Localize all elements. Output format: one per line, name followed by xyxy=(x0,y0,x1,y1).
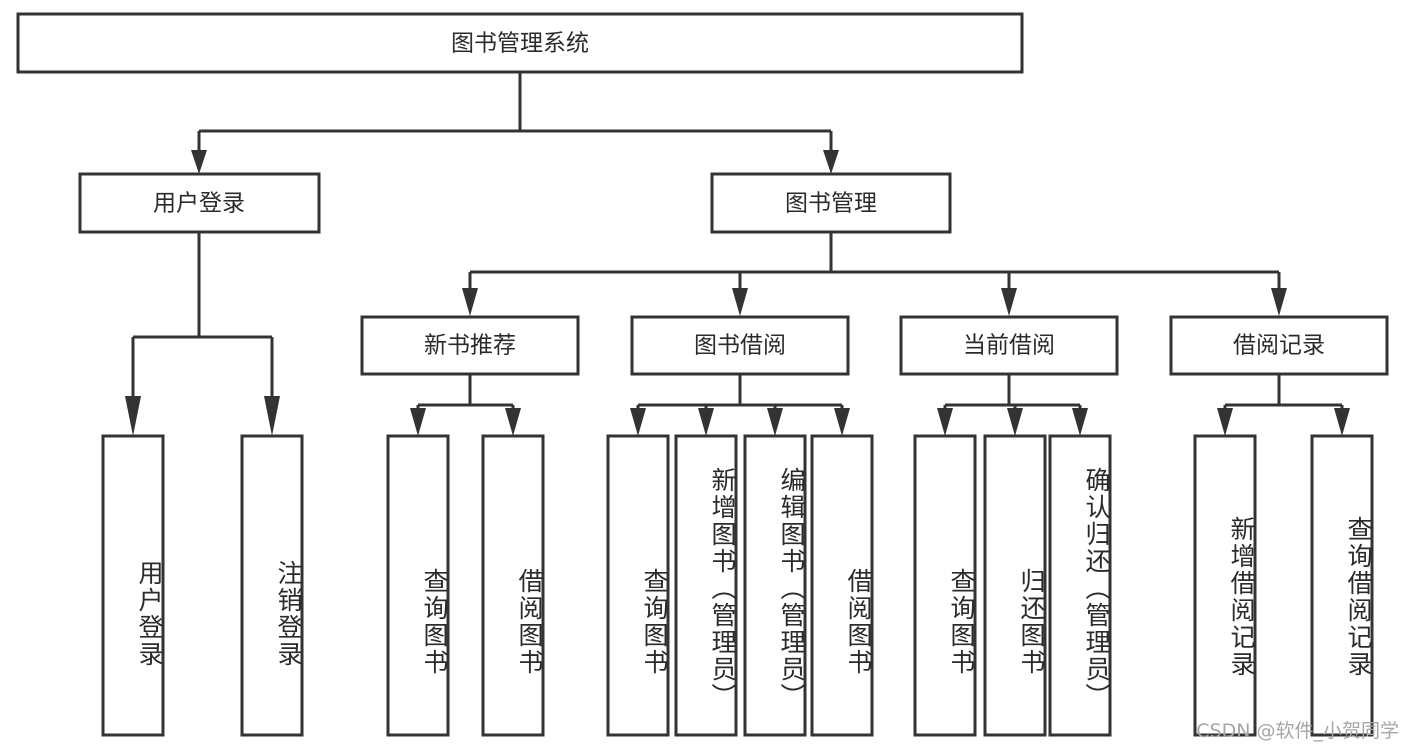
node-new-book-recommend-label: 新书推荐 xyxy=(424,333,516,359)
arrow-to-borrow-record xyxy=(1271,288,1287,316)
leaf-box-user-login[interactable] xyxy=(101,434,165,737)
node-borrow-record[interactable]: 借阅记录 xyxy=(1169,315,1389,376)
node-borrow-record-label: 借阅记录 xyxy=(1233,333,1325,359)
leaf-box-query-book-3[interactable] xyxy=(913,434,977,737)
arrow-to-leaf-query-book-3 xyxy=(937,408,953,436)
arrow-to-leaf-add-record xyxy=(1217,408,1233,436)
node-root-box[interactable] xyxy=(16,12,1024,74)
node-book-borrow-label: 图书借阅 xyxy=(694,333,786,359)
leaf-box-borrow-book-1[interactable] xyxy=(481,434,545,737)
arrow-to-new-book-recommend xyxy=(462,288,478,316)
node-current-borrow-label: 当前借阅 xyxy=(963,333,1055,359)
node-borrow-record-box[interactable] xyxy=(1169,315,1389,376)
arrow-to-leaf-borrow-book-1 xyxy=(505,408,521,436)
leaf-box-query-book-1[interactable] xyxy=(386,434,450,737)
leaf-box-add-record[interactable] xyxy=(1193,434,1257,737)
node-book-borrow-box[interactable] xyxy=(630,315,850,376)
node-book-manage-label: 图书管理 xyxy=(785,191,877,217)
node-user-login-label: 用户登录 xyxy=(153,191,245,217)
arrow-to-book-borrow xyxy=(732,288,748,316)
node-new-book-recommend[interactable]: 新书推荐 xyxy=(360,315,580,376)
connector-layer xyxy=(125,72,1350,436)
arrow-to-book-manage xyxy=(823,150,839,174)
arrow-to-leaf-edit-book xyxy=(767,408,783,436)
arrow-to-leaf-return-book xyxy=(1007,408,1023,436)
node-current-borrow[interactable]: 当前借阅 xyxy=(899,315,1119,376)
arrow-to-leaf-add-book xyxy=(698,408,714,436)
arrow-to-leaf-query-book-1 xyxy=(410,408,426,436)
node-book-borrow[interactable]: 图书借阅 xyxy=(630,315,850,376)
node-book-manage-box[interactable] xyxy=(710,172,952,234)
arrow-to-leaf-user-logout xyxy=(264,396,280,436)
node-book-manage[interactable]: 图书管理 xyxy=(710,172,952,234)
node-root-label: 图书管理系统 xyxy=(451,31,589,57)
node-user-login[interactable]: 用户登录 xyxy=(78,172,321,234)
arrow-to-user-login xyxy=(191,150,207,174)
arrow-to-leaf-query-book-2 xyxy=(630,408,646,436)
arrow-to-leaf-user-login xyxy=(125,396,141,436)
leaf-box-add-book[interactable] xyxy=(674,434,738,737)
node-root[interactable]: 图书管理系统 xyxy=(16,12,1024,74)
arrow-to-leaf-query-record xyxy=(1334,408,1350,436)
arrow-to-leaf-borrow-book-2 xyxy=(834,408,850,436)
node-user-login-box[interactable] xyxy=(78,172,321,234)
node-current-borrow-box[interactable] xyxy=(899,315,1119,376)
leaf-box-confirm-return[interactable] xyxy=(1048,434,1112,737)
leaf-box-user-logout[interactable] xyxy=(240,434,304,737)
leaf-box-borrow-book-2[interactable] xyxy=(810,434,874,737)
leaf-box-query-record[interactable] xyxy=(1310,434,1374,737)
leaf-box-query-book-2[interactable] xyxy=(606,434,670,737)
node-new-book-recommend-box[interactable] xyxy=(360,315,580,376)
leaf-box-edit-book[interactable] xyxy=(743,434,807,737)
arrow-to-current-borrow xyxy=(1001,288,1017,316)
arrow-to-leaf-confirm-return xyxy=(1072,408,1088,436)
leaf-box-return-book[interactable] xyxy=(983,434,1047,737)
